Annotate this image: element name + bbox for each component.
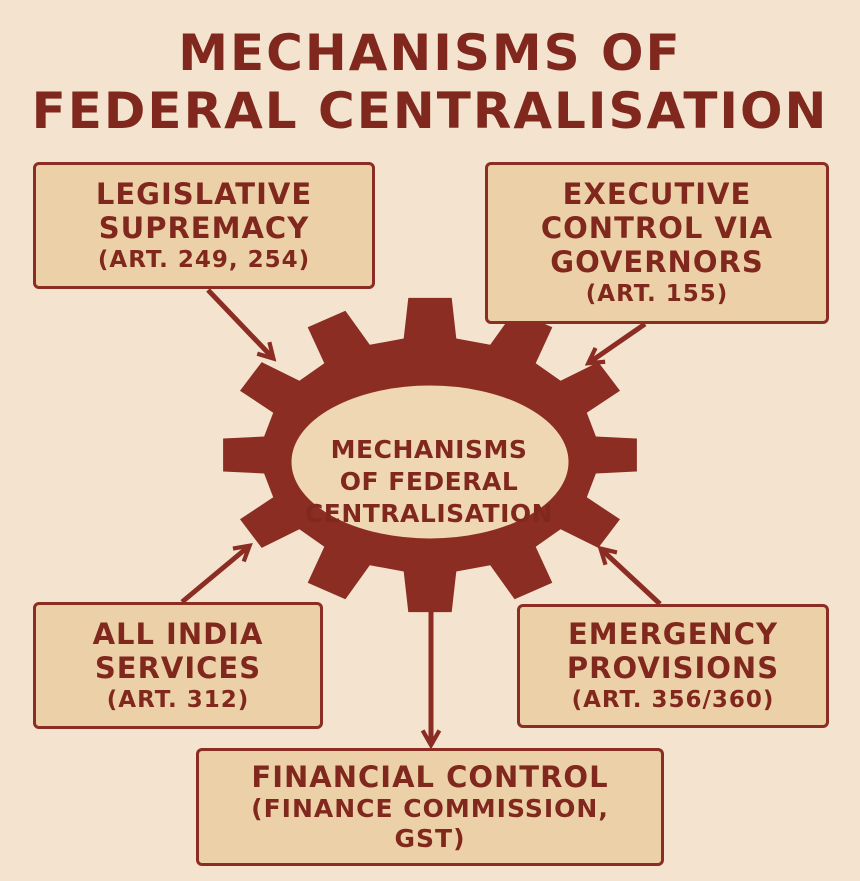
- box-article: (ART. 155): [585, 281, 729, 307]
- box-all-india-services: ALL INDIA SERVICES (ART. 312): [33, 602, 323, 729]
- box-title-line: GOVERNORS: [550, 245, 764, 279]
- box-title-line: CONTROL VIA: [540, 211, 774, 245]
- gear-icon: [223, 297, 637, 613]
- box-title-line: SERVICES: [94, 650, 262, 685]
- gear-hub-ellipse: [288, 382, 572, 542]
- hub-label: MECHANISMS OF FEDERAL CENTRALISATION: [290, 412, 568, 552]
- box-emergency-provisions: EMERGENCY PROVISIONS (ART. 356/360): [517, 604, 829, 728]
- box-executive-control: EXECUTIVE CONTROL VIA GOVERNORS (ART. 15…: [485, 162, 829, 324]
- box-article: (ART. 249, 254): [97, 246, 311, 273]
- page-title-line-1: MECHANISMS OF: [178, 24, 682, 82]
- box-title-line: EXECUTIVE: [562, 177, 752, 211]
- hub-label-line: MECHANISMS: [330, 435, 528, 464]
- box-financial-control: FINANCIAL CONTROL (FINANCE COMMISSION, G…: [196, 748, 664, 866]
- box-subtitle-line: (FINANCE COMMISSION,: [251, 794, 609, 823]
- box-article: (ART. 312): [106, 686, 250, 713]
- box-title-line: FINANCIAL CONTROL: [251, 760, 609, 794]
- arrow-executive: [584, 321, 647, 366]
- arrow-emergency: [597, 545, 662, 606]
- box-title-line: PROVISIONS: [566, 651, 780, 685]
- box-title-line: ALL INDIA: [92, 616, 264, 651]
- hub-label-line: CENTRALISATION: [304, 499, 554, 528]
- arrow-services: [180, 542, 253, 604]
- box-title-line: LEGISLATIVE: [95, 176, 313, 211]
- arrow-legislative: [206, 288, 277, 362]
- box-subtitle-line: GST): [394, 824, 466, 853]
- page-title-line-2: FEDERAL CENTRALISATION: [31, 82, 829, 140]
- hub-label-line: OF FEDERAL: [339, 467, 519, 496]
- box-article: (ART. 356/360): [571, 687, 775, 713]
- box-title-line: EMERGENCY: [568, 617, 778, 651]
- box-legislative-supremacy: LEGISLATIVE SUPREMACY (ART. 249, 254): [33, 162, 375, 289]
- box-title-line: SUPREMACY: [98, 210, 310, 245]
